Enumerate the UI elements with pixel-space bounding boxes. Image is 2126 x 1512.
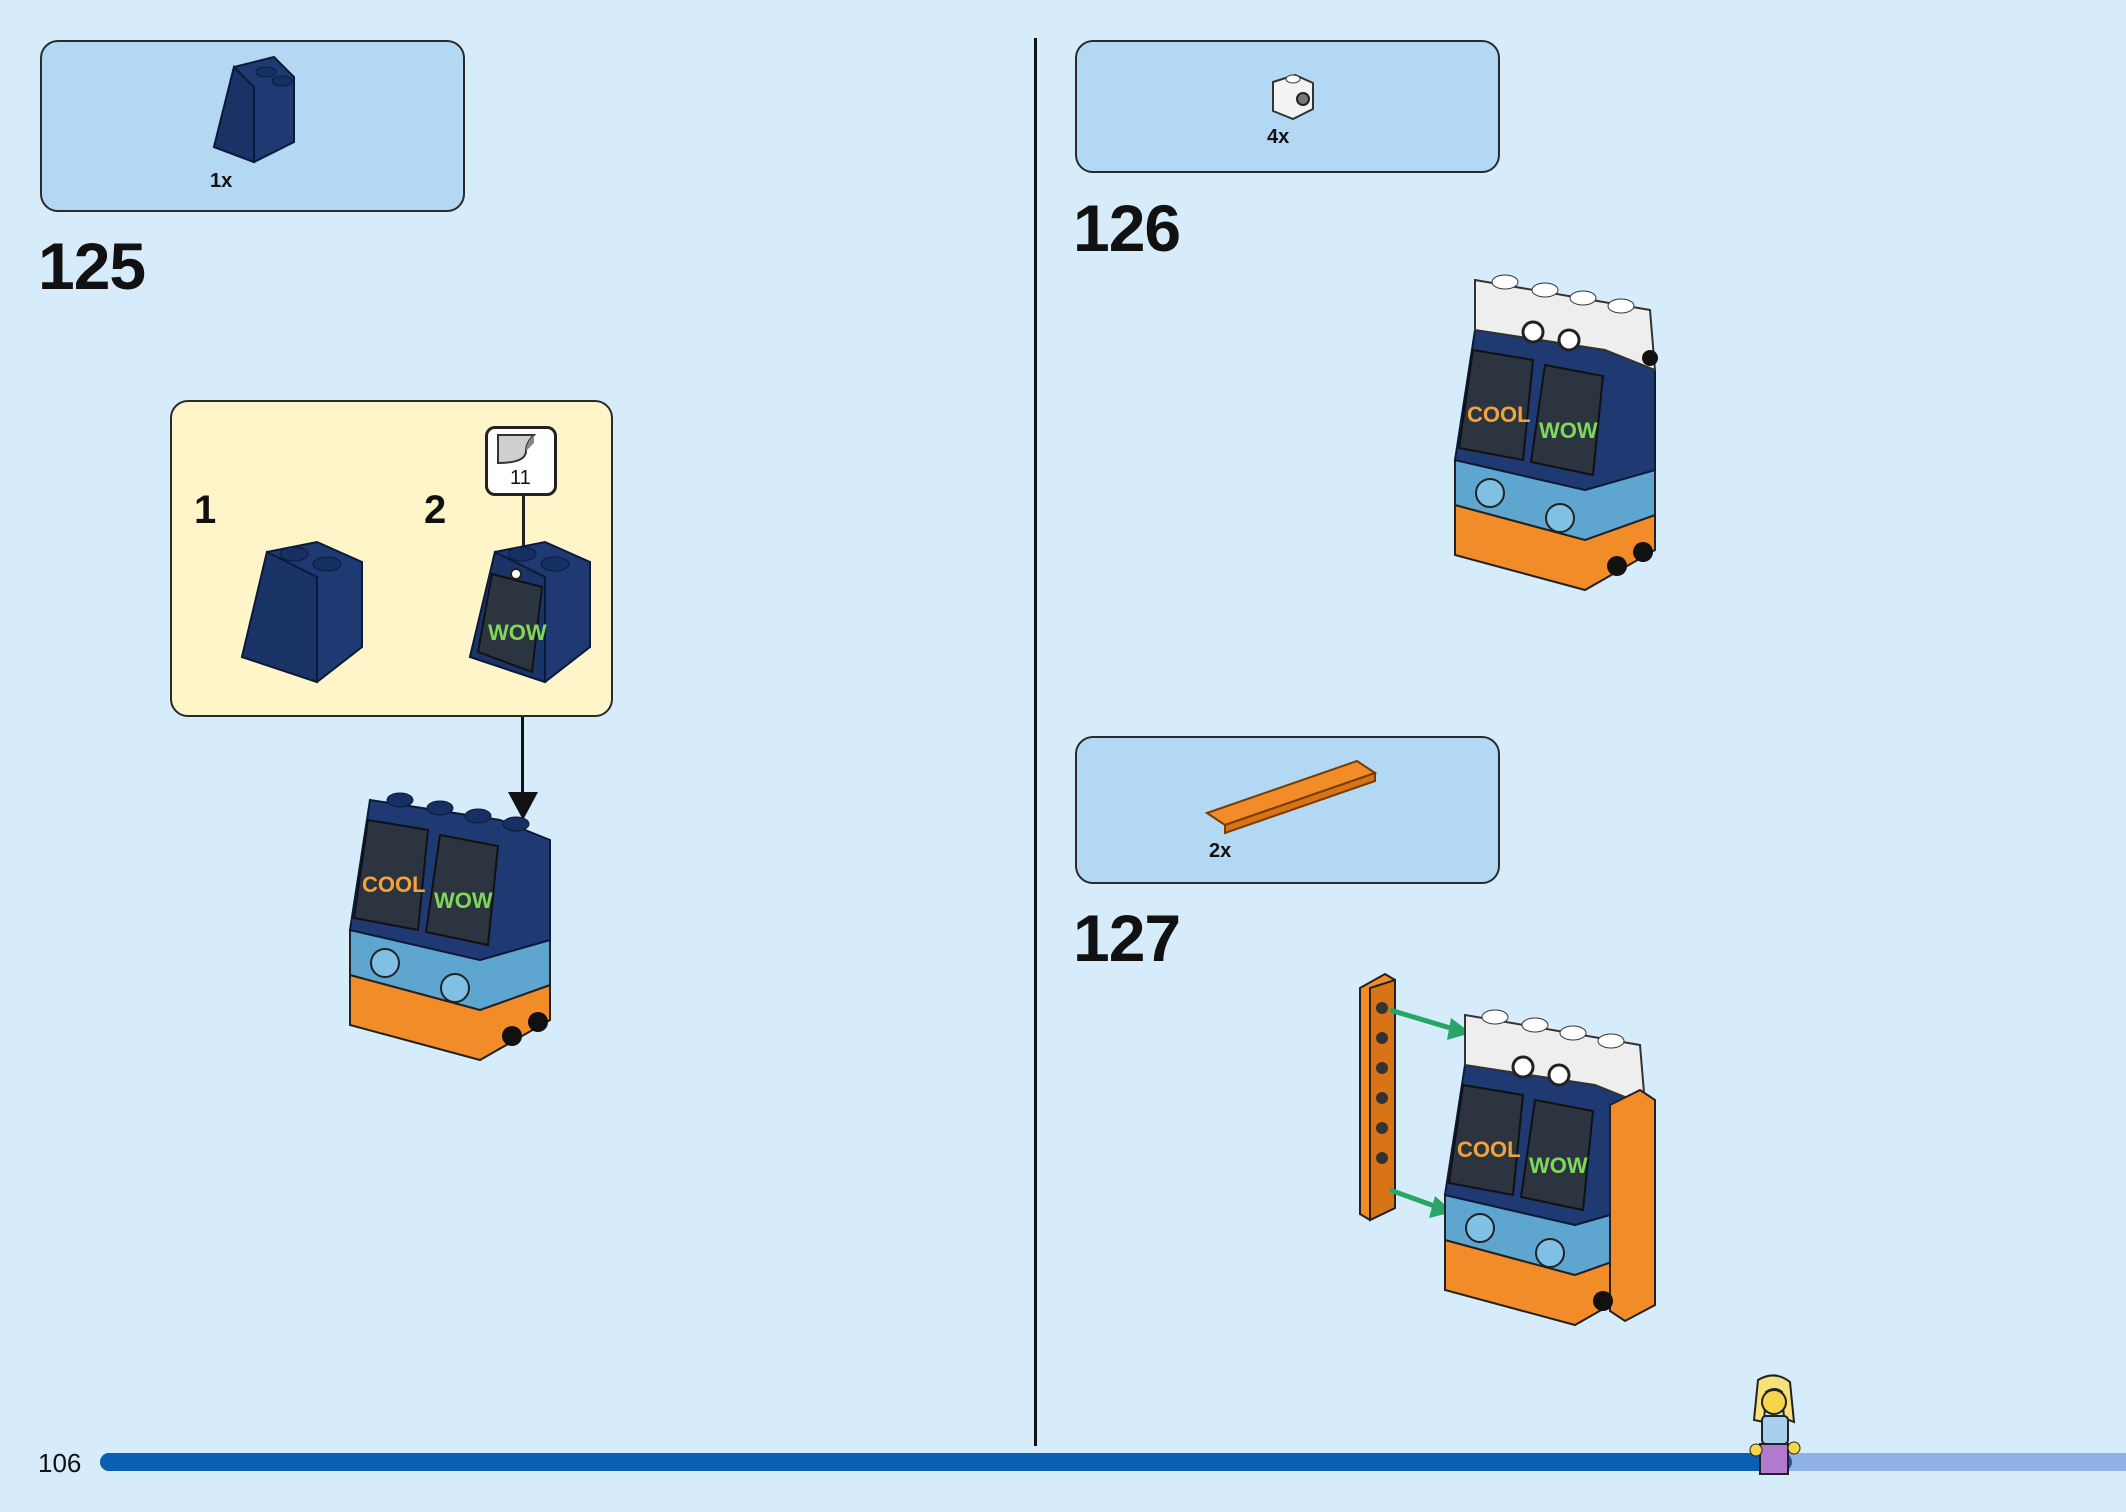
step-number: 125 [38, 229, 146, 303]
sticker-tag: 11 [485, 426, 557, 496]
parts-box-step-125: 1x [40, 40, 465, 212]
sticker-pointer-line [522, 496, 525, 558]
sticker-number: 11 [510, 467, 531, 489]
arcade-cabinet-model-step-126: COOL WOW [1453, 274, 1658, 592]
dark-blue-slope-with-wow-sticker-icon: WOW [468, 540, 591, 684]
white-brick-part-icon [1272, 73, 1314, 121]
substep-number: 1 [194, 488, 217, 532]
sticker-sheet-icon [497, 434, 537, 465]
substep-box: 1 2 11 WOW [170, 400, 613, 717]
arcade-cabinet-model-step-125: COOL WOW [348, 792, 551, 1062]
orange-plate-icon [1359, 972, 1396, 1222]
substep-number: 2 [424, 488, 447, 532]
part-quantity: 2x [1209, 840, 1232, 862]
screen-text-wow: WOW [1539, 418, 1598, 443]
sticker-text-wow: WOW [488, 620, 547, 645]
assembly-arrow [521, 717, 524, 795]
screen-text-wow: WOW [1529, 1153, 1588, 1178]
part-quantity: 4x [1267, 126, 1290, 148]
dark-blue-slope-part-icon [212, 55, 295, 164]
orange-plate-part-icon [1204, 759, 1378, 835]
arcade-cabinet-model-step-127: COOL WOW [1443, 1009, 1656, 1327]
screen-text-cool: COOL [362, 872, 426, 897]
page-number: 106 [38, 1448, 82, 1478]
screen-text-wow: WOW [434, 888, 493, 913]
part-quantity: 1x [210, 170, 233, 192]
arrow-head-icon [508, 792, 538, 820]
step-number: 126 [1073, 191, 1181, 265]
parts-box-step-127: 2x [1075, 736, 1500, 884]
screen-text-cool: COOL [1457, 1137, 1521, 1162]
progress-bar-fill [100, 1453, 1792, 1471]
page-divider [1034, 38, 1037, 1446]
dark-blue-slope-brick-icon [240, 540, 363, 684]
parts-box-step-126: 4x [1075, 40, 1500, 173]
minifigure-mascot-icon [1749, 1374, 1801, 1475]
step-number: 127 [1073, 901, 1181, 975]
screen-text-cool: COOL [1467, 402, 1531, 427]
